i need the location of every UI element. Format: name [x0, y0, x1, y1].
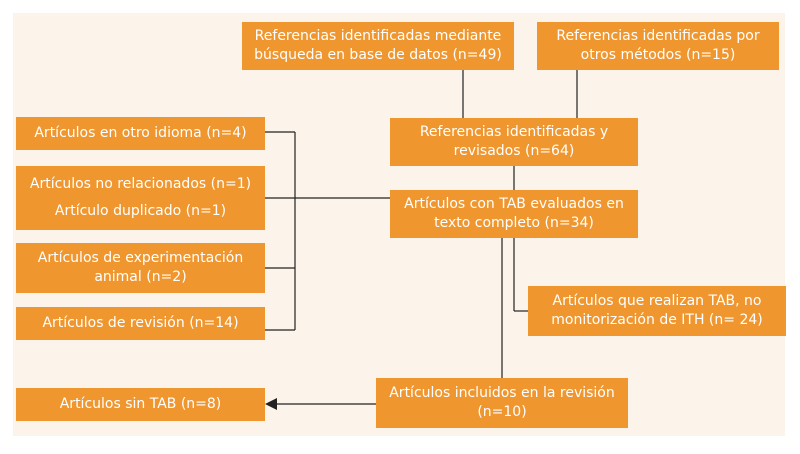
box-no-tab: Artículos sin TAB (n=8): [16, 388, 265, 421]
box-animal: Artículos de experimentación animal (n=2…: [16, 243, 265, 293]
box-unrelated-duplicate: Artículos no relacionados (n=1) Artículo…: [16, 166, 265, 230]
box-full-text: Artículos con TAB evaluados en texto com…: [390, 190, 638, 238]
arrowhead-left-icon: [265, 398, 277, 410]
box-other-methods: Referencias identificadas por otros méto…: [537, 22, 779, 70]
box-other-language: Artículos en otro idioma (n=4): [16, 117, 265, 150]
box-identified-reviewed: Referencias identificadas y revisados (n…: [390, 118, 638, 166]
box-tab-no-ith: Artículos que realizan TAB, no monitoriz…: [528, 286, 786, 336]
label-unrelated: Artículos no relacionados (n=1): [29, 175, 252, 192]
label-duplicate: Artículo duplicado (n=1): [54, 203, 227, 220]
box-included: Artículos incluidos en la revisión (n=10…: [376, 378, 628, 428]
box-db-search: Referencias identificadas mediante búsqu…: [242, 22, 514, 70]
box-review: Artículos de revisión (n=14): [16, 307, 265, 340]
